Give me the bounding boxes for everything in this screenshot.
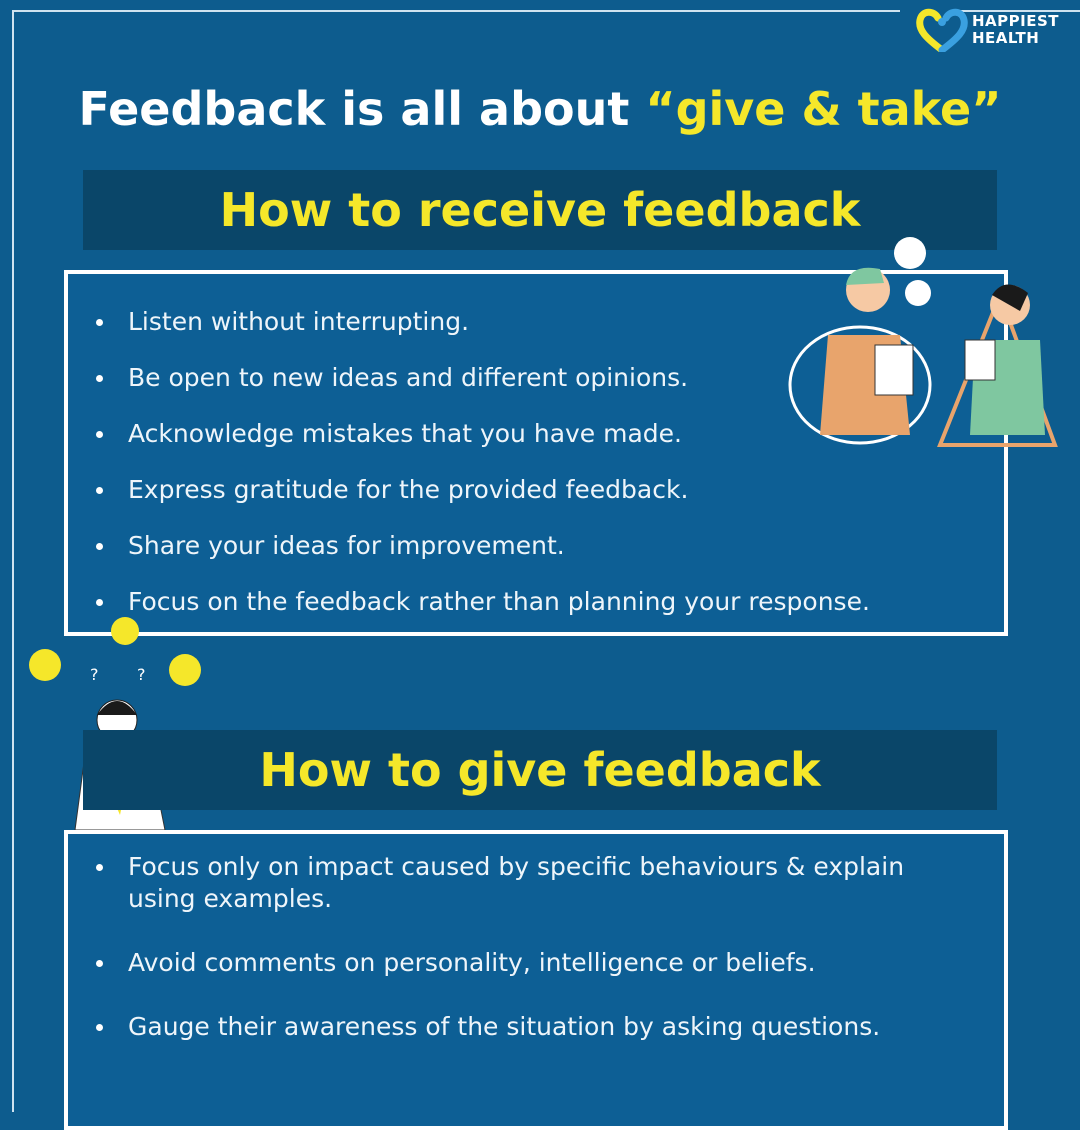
conversation-illustration [788, 237, 1058, 447]
title-highlight: “give & take” [645, 82, 1002, 136]
list-item: Focus on the feedback rather than planni… [68, 586, 1004, 618]
svg-text:?: ? [137, 665, 146, 684]
receive-list: Listen without interrupting. Be open to … [68, 306, 1004, 618]
list-item: Avoid comments on personality, intellige… [68, 947, 1004, 979]
give-list: Focus only on impact caused by specific … [68, 851, 1004, 1043]
svg-text:?: ? [90, 665, 99, 684]
list-item: Express gratitude for the provided feedb… [68, 474, 1004, 506]
list-item: Listen without interrupting. [68, 306, 1004, 338]
give-heading: How to give feedback [83, 730, 997, 810]
list-item: Focus only on impact caused by specific … [68, 851, 928, 915]
receive-heading: How to receive feedback [83, 170, 997, 250]
list-item: Share your ideas for improvement. [68, 530, 1004, 562]
heart-logo-icon [916, 8, 968, 52]
list-item: Gauge their awareness of the situation b… [68, 1011, 1004, 1043]
list-item: Acknowledge mistakes that you have made. [68, 418, 1004, 450]
page-title: Feedback is all about “give & take” [0, 82, 1080, 136]
brand-name-line2: HEALTH [972, 29, 1040, 47]
give-list-box: Focus only on impact caused by specific … [64, 830, 1008, 1130]
page-frame [12, 10, 1080, 1112]
receive-list-box: Listen without interrupting. Be open to … [64, 270, 1008, 636]
brand-logo: HAPPIEST HEALTH [916, 8, 1059, 52]
list-item: Be open to new ideas and different opini… [68, 362, 1004, 394]
title-prefix: Feedback is all about [78, 82, 646, 136]
brand-name-line1: HAPPIEST [972, 12, 1060, 30]
